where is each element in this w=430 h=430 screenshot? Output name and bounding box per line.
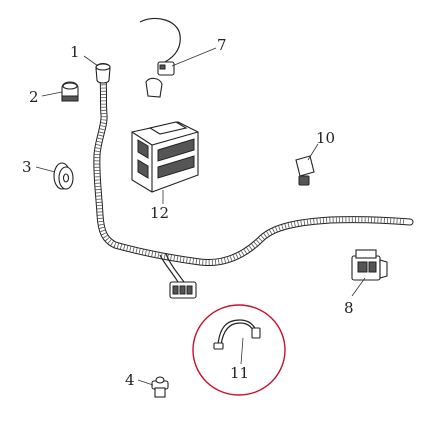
leader-10 [307,143,319,161]
part-12-regulator [131,121,199,193]
leader-3 [35,166,56,173]
callout-8: 8 [344,299,354,317]
part-7-sensor [139,17,181,98]
callout-12: 12 [150,204,169,222]
callout-10: 10 [316,129,335,147]
part-4-bulb [151,376,169,398]
leader-8 [351,277,366,297]
leader-lines [35,47,366,386]
callout-11: 11 [230,364,249,382]
leader-7 [171,47,217,67]
leader-1 [83,55,99,67]
callout-3: 3 [22,158,32,176]
part-2-socket [61,81,79,102]
leader-2 [41,91,63,97]
part-8-relay [351,249,388,281]
leader-4 [137,379,154,386]
wire-harness [93,71,414,283]
callout-4: 4 [125,371,135,389]
harness-connector-block [169,281,197,299]
callout-1: 1 [70,43,80,61]
part-10-connector [295,155,315,186]
part-11-sensor-lead [213,319,261,350]
callout-2: 2 [29,88,39,106]
callout-labels: 1 2 3 4 7 8 10 11 12 [22,36,354,389]
callout-7: 7 [217,36,227,54]
leader-11 [240,337,244,365]
part-1-harness-cap [95,62,111,84]
highlight-circle [192,304,286,396]
part-3-grommet [53,162,74,190]
